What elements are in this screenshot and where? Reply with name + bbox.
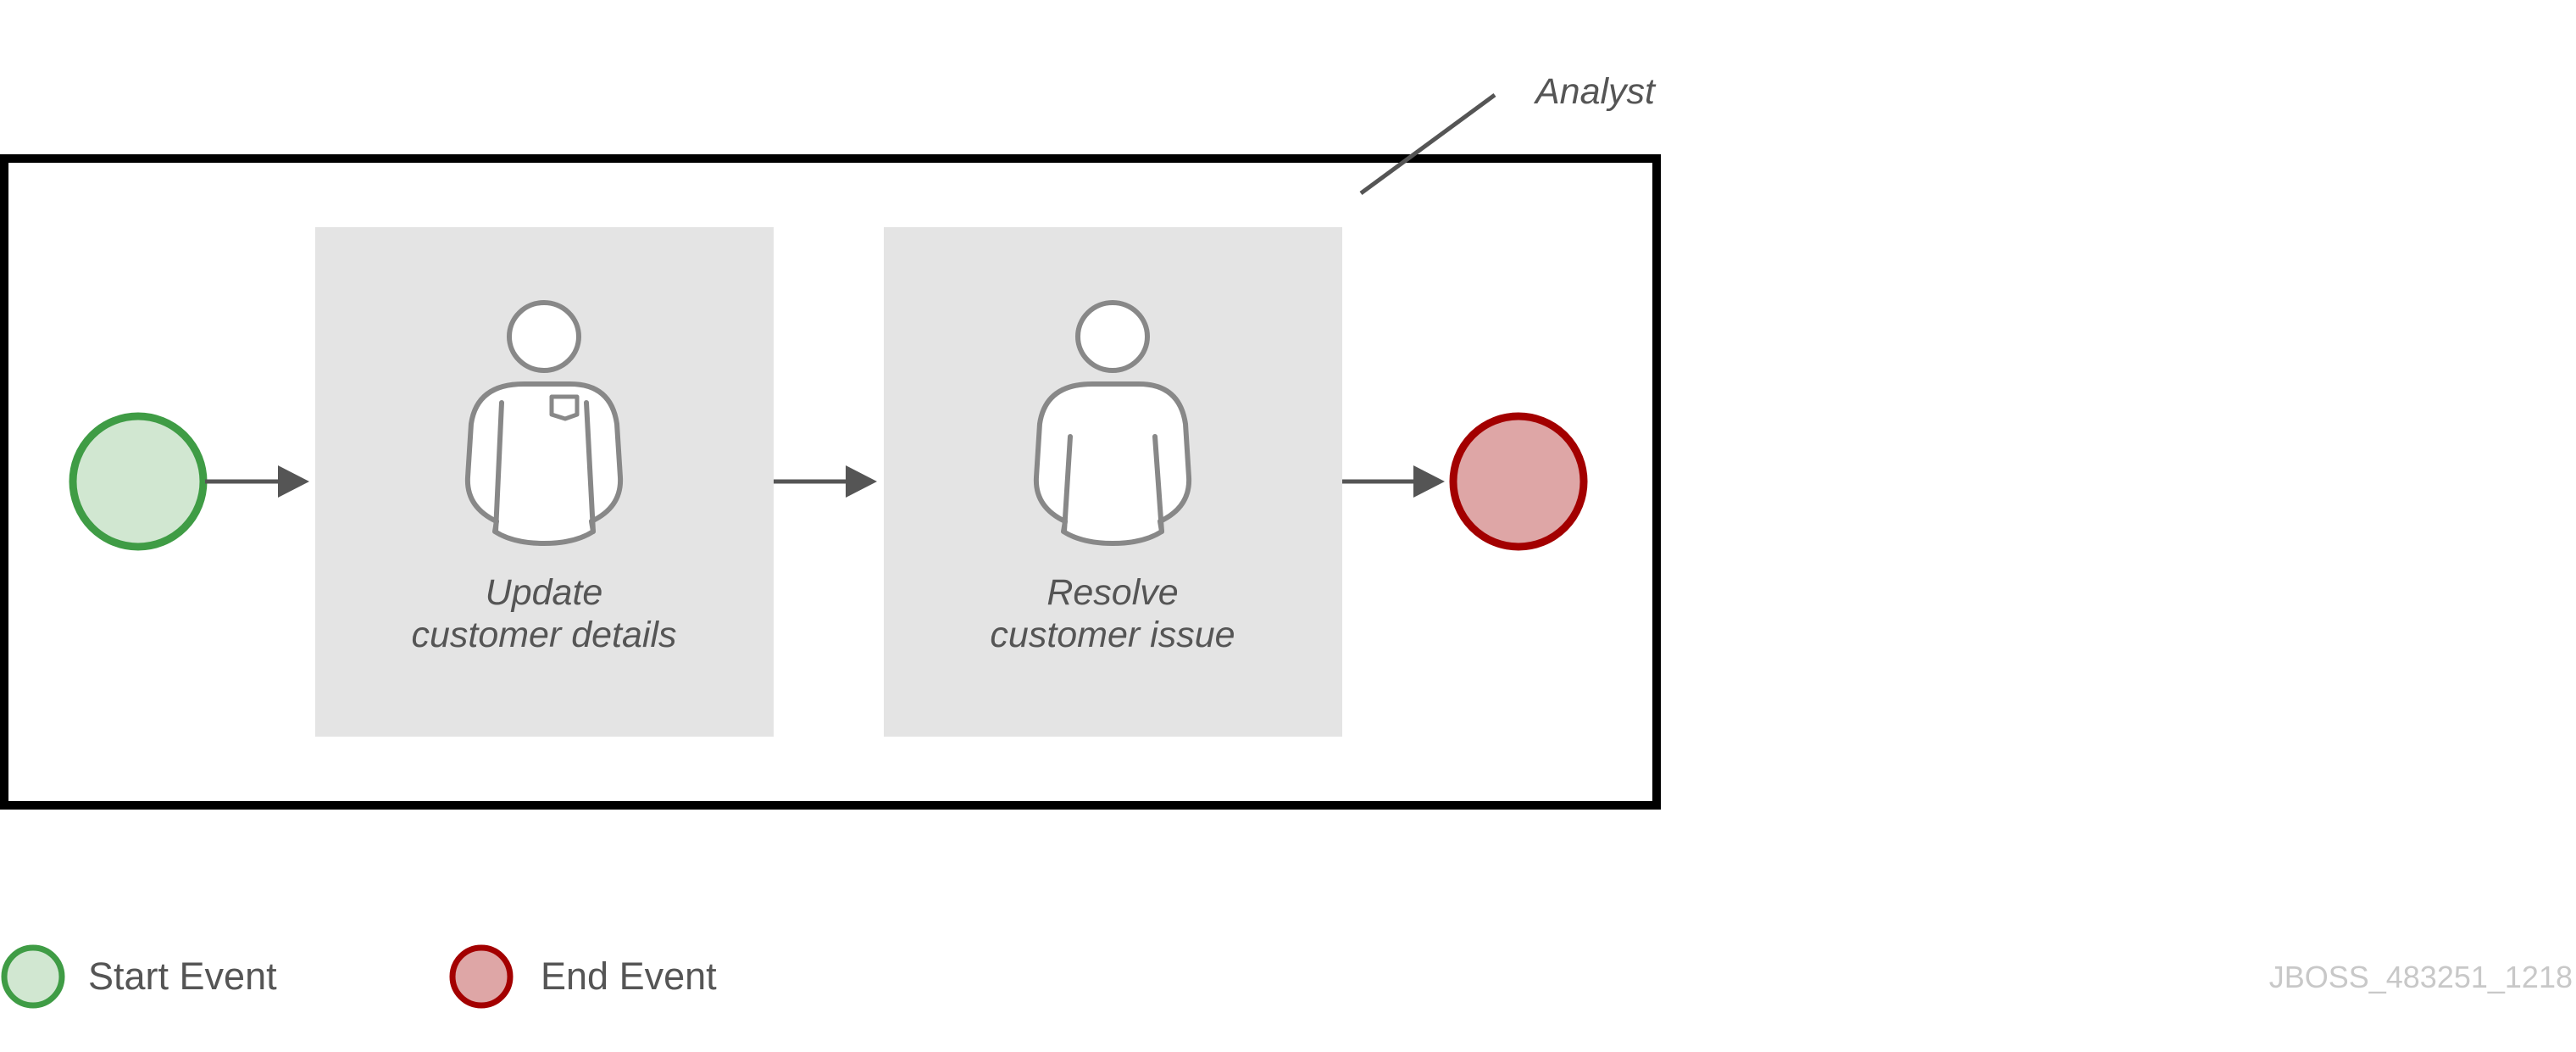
task-label-line2: customer issue: [990, 615, 1235, 655]
task-label-line1: Resolve: [1046, 572, 1178, 613]
legend: Start Event End Event: [1, 944, 717, 1009]
user-icon: [1033, 300, 1192, 546]
start-event[interactable]: [69, 412, 208, 551]
watermark: JBOSS_483251_1218: [2269, 960, 2573, 994]
task-label-line2: customer details: [411, 615, 676, 655]
user-icon: [464, 300, 624, 546]
legend-end-icon: [449, 944, 514, 1009]
lane-label-leader: [1359, 92, 1496, 196]
lane-analyst: [0, 154, 1661, 810]
legend-start-icon: [1, 944, 65, 1009]
legend-start-label: Start Event: [88, 955, 277, 998]
sequence-flow-arrow: [1342, 465, 1445, 498]
lane-label: Analyst: [1533, 71, 1657, 112]
end-event[interactable]: [1449, 412, 1588, 551]
sequence-flow-arrow: [205, 465, 309, 498]
task-label-line1: Update: [486, 572, 603, 613]
task-update-customer-details[interactable]: Update customer details: [315, 227, 774, 737]
legend-end-label: End Event: [541, 955, 717, 998]
sequence-flow-arrow: [774, 465, 877, 498]
task-resolve-customer-issue[interactable]: Resolve customer issue: [884, 227, 1342, 737]
pocket-icon: [549, 394, 580, 421]
